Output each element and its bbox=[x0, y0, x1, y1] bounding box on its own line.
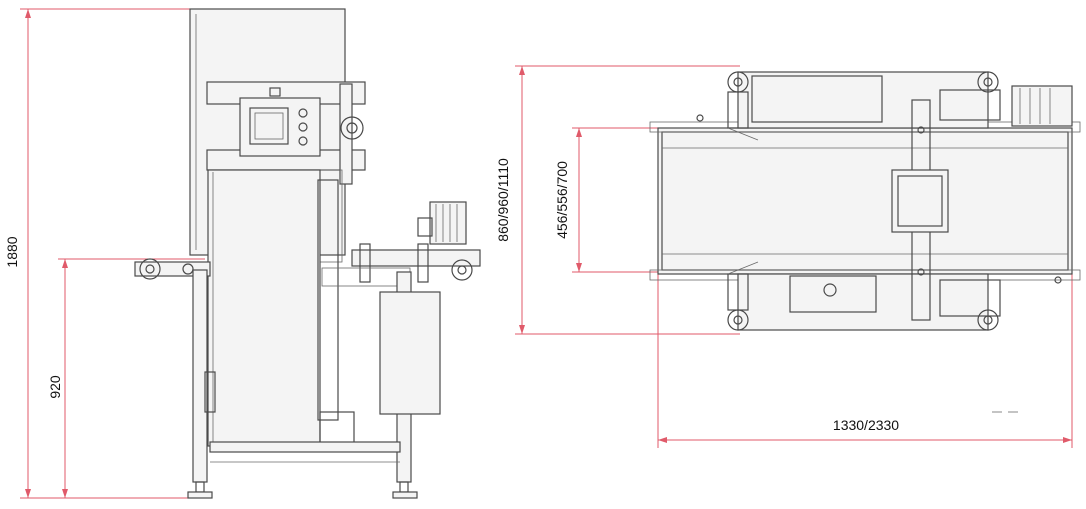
conveyor-frame bbox=[657, 127, 1073, 275]
dimension-belt-width: 456/556/700 bbox=[554, 127, 660, 273]
control-panel bbox=[239, 97, 321, 157]
panel-knob-icon bbox=[298, 108, 308, 118]
panel-knob-icon bbox=[298, 136, 308, 146]
outfeed-roller-icon bbox=[451, 259, 473, 281]
side-box bbox=[379, 291, 441, 415]
infeed-roller-icon bbox=[139, 258, 161, 280]
cabinet-body bbox=[207, 169, 321, 447]
overall-height-label: 1880 bbox=[4, 236, 20, 267]
upper-drive-assembly bbox=[737, 71, 989, 129]
top-view: 860/960/1110 456/556/700 1330/2330 bbox=[495, 65, 1081, 448]
dimension-conveyor-height: 920 bbox=[47, 258, 205, 498]
panel-knob-icon bbox=[298, 122, 308, 132]
length-label: 1330/2330 bbox=[833, 417, 899, 433]
outfeed-conveyor bbox=[351, 249, 481, 267]
side-view: 1880 920 bbox=[4, 8, 481, 499]
left-foot bbox=[187, 491, 213, 499]
dimension-overall-width: 860/960/1110 bbox=[495, 65, 740, 335]
caster-icon bbox=[977, 309, 999, 331]
adjust-wheel-icon bbox=[340, 116, 364, 140]
base-crossbar bbox=[209, 441, 401, 453]
lower-drive-assembly bbox=[737, 273, 989, 331]
belt-width-label: 456/556/700 bbox=[554, 161, 570, 239]
hmi-screen bbox=[249, 107, 289, 145]
right-foot bbox=[392, 491, 418, 499]
dimension-length: 1330/2330 bbox=[657, 270, 1073, 448]
caster-icon bbox=[977, 71, 999, 93]
top-motor bbox=[1011, 85, 1073, 127]
conveyor-height-label: 920 bbox=[47, 375, 63, 399]
panel-handle bbox=[269, 87, 281, 97]
dimension-overall-height: 1880 bbox=[4, 8, 205, 499]
overall-width-label: 860/960/1110 bbox=[495, 158, 511, 242]
detector-aperture bbox=[891, 169, 949, 233]
motor bbox=[429, 201, 467, 245]
